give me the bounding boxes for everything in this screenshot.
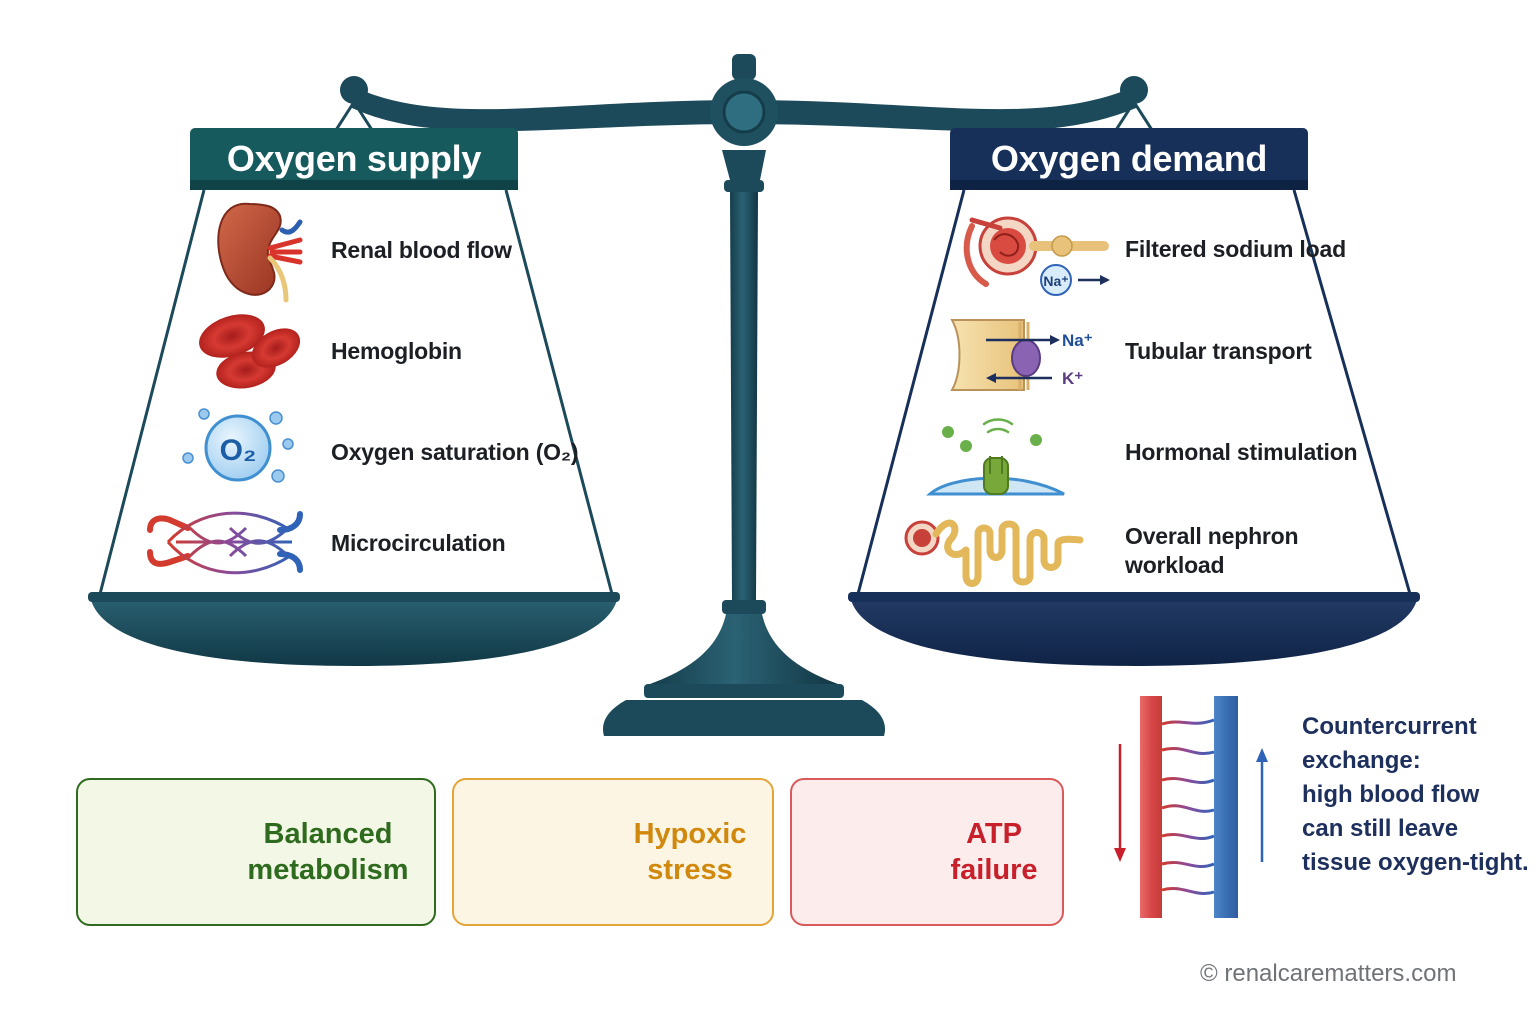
state-balanced-box <box>76 778 436 926</box>
nephron-icon <box>904 519 1084 587</box>
demand-item-nephron-workload-line1: Overall nephron <box>1125 523 1299 549</box>
svg-text:K⁺: K⁺ <box>1062 369 1083 388</box>
oxygen-molecule-icon: O₂ <box>182 408 294 483</box>
state-atp-failure-label: ATP failure <box>936 816 1052 888</box>
demand-title: Oxygen demand <box>990 138 1268 179</box>
demand-item-filtered-sodium-load: Filtered sodium load <box>1125 236 1346 262</box>
state-atp-failure-line2: failure <box>950 854 1038 886</box>
countercurrent-line-5: tissue oxygen-tight. <box>1302 849 1529 876</box>
supply-title: Oxygen supply <box>226 138 482 179</box>
state-balanced-line2: metabolism <box>247 854 409 886</box>
red-blood-cells-icon <box>199 314 301 389</box>
demand-item-nephron-workload: Overall nephron workload <box>1125 522 1299 580</box>
demand-item-tubular-transport: Tubular transport <box>1125 338 1312 364</box>
state-hypoxic-line1: Hypoxic <box>633 818 747 850</box>
countercurrent-line-1: Countercurrent <box>1302 713 1477 740</box>
supply-item-microcirculation: Microcirculation <box>331 530 506 556</box>
supply-item-hemoglobin: Hemoglobin <box>331 338 462 364</box>
state-atp-failure-line1: ATP <box>966 818 1022 850</box>
state-hypoxic-label: Hypoxic stress <box>620 816 760 888</box>
svg-text:Na⁺: Na⁺ <box>1062 331 1093 350</box>
state-balanced-line1: Balanced <box>263 818 393 850</box>
state-atp-failure-box <box>790 778 1064 926</box>
svg-text:Na⁺: Na⁺ <box>1043 273 1068 289</box>
countercurrent-caption: Countercurrent exchange: high blood flow… <box>1302 710 1529 880</box>
countercurrent-line-2: exchange: <box>1302 747 1421 774</box>
kidney-icon <box>217 202 303 303</box>
demand-item-nephron-workload-line2: workload <box>1125 552 1225 578</box>
state-hypoxic-line2: stress <box>647 854 733 886</box>
demand-item-hormonal-stimulation: Hormonal stimulation <box>1125 439 1358 465</box>
hormone-receptor-icon <box>926 418 1065 496</box>
countercurrent-exchange-icon <box>1114 696 1268 918</box>
glomerulus-icon: Na⁺ <box>963 216 1110 296</box>
capillary-network-icon <box>147 511 303 575</box>
state-balanced-label: Balanced metabolism <box>246 816 410 888</box>
svg-text:O₂: O₂ <box>220 434 257 467</box>
sodium-potassium-pump-icon: Na⁺ K⁺ <box>950 319 1093 391</box>
scale-frame <box>88 54 1420 736</box>
copyright-credit: © renalcarematters.com <box>1200 960 1457 987</box>
countercurrent-line-4: can still leave <box>1302 815 1459 842</box>
supply-item-oxygen-saturation: Oxygen saturation (O₂) <box>331 439 579 465</box>
countercurrent-line-3: high blood flow <box>1302 781 1480 808</box>
supply-item-renal-blood-flow: Renal blood flow <box>331 237 512 263</box>
state-hypoxic-box <box>452 778 774 926</box>
